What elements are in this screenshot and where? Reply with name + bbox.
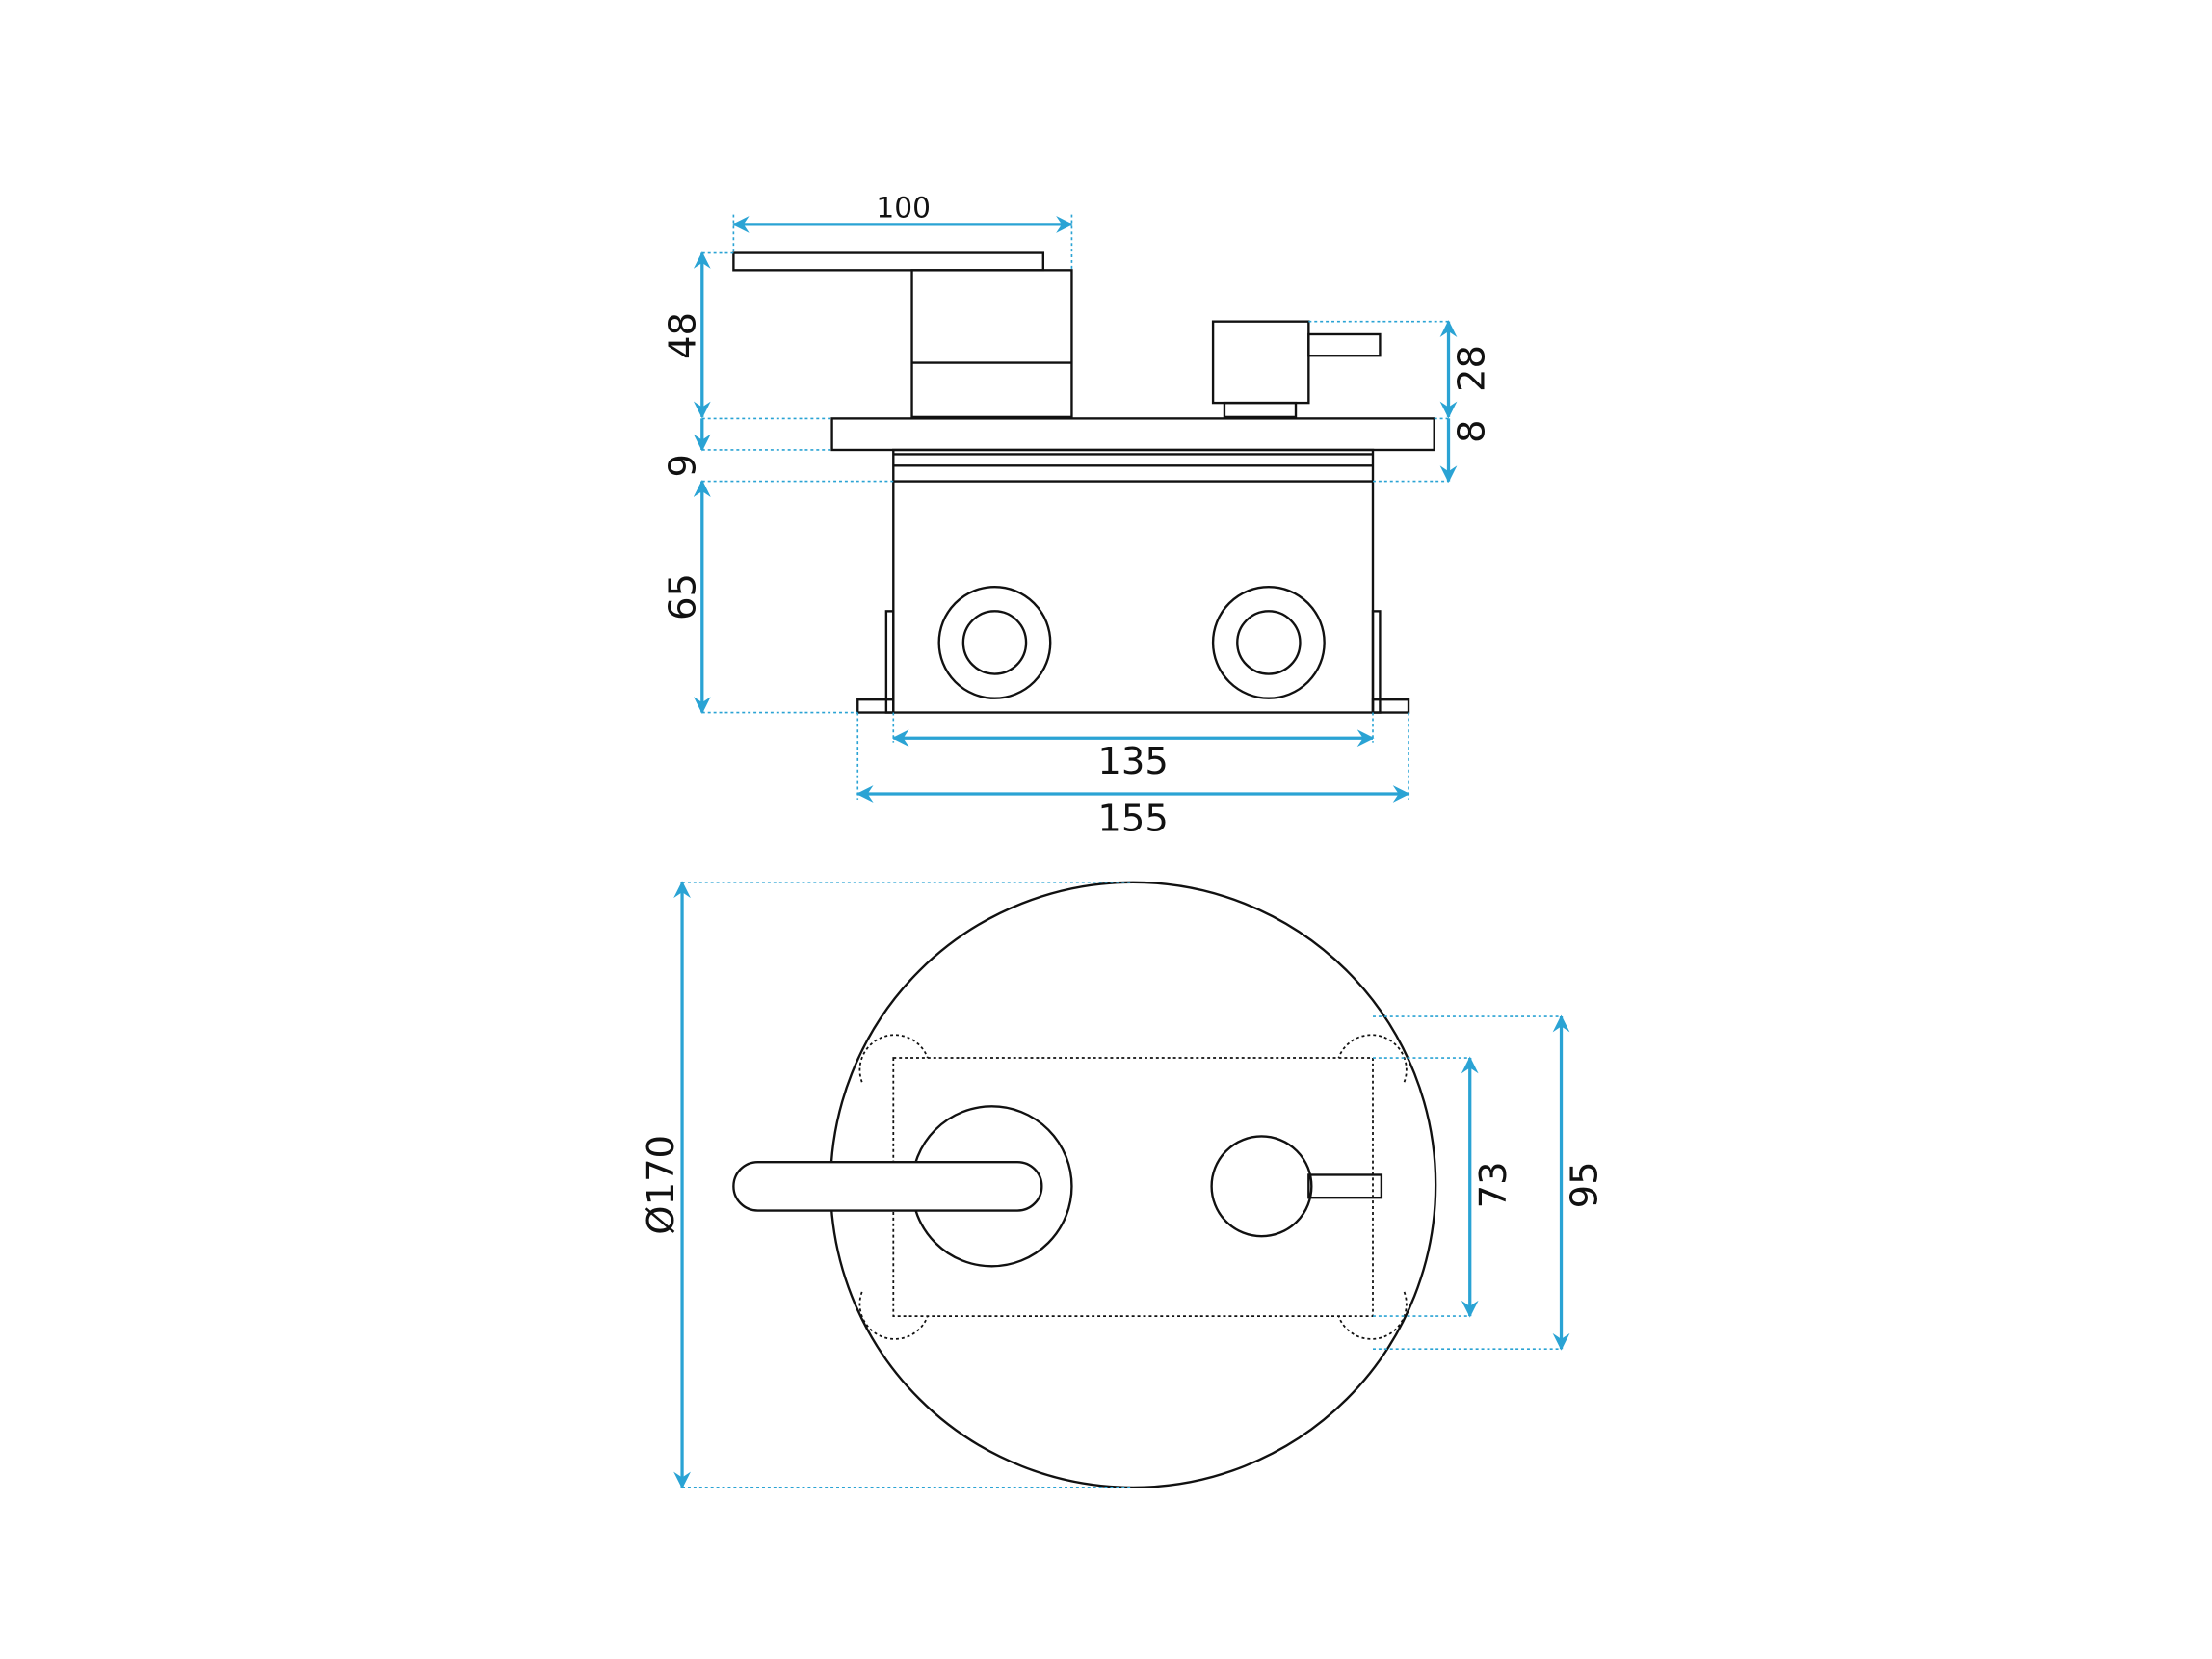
dim-label-48: 48 [661, 312, 704, 359]
side-view: 100 48 9 65 28 8 135 155 [661, 192, 1493, 841]
dim-label-73: 73 [1472, 1161, 1515, 1208]
cover-plate [830, 417, 1435, 452]
diverter-knob [1210, 1135, 1313, 1238]
right-port-inner [1236, 610, 1302, 675]
knob-stem [1307, 332, 1382, 357]
dim-label-28: 28 [1451, 345, 1494, 392]
dim-label-100: 100 [876, 192, 931, 224]
left-foot [856, 698, 895, 714]
dim-label-8: 8 [1451, 419, 1494, 442]
dim-label-9: 9 [661, 454, 704, 477]
extension-lines [682, 881, 1562, 1488]
right-flange [1371, 610, 1382, 714]
right-foot [1371, 698, 1410, 714]
knob [1211, 320, 1310, 405]
lever-plate [732, 251, 1045, 272]
left-port [937, 585, 1052, 699]
box-body [892, 448, 1375, 714]
dim-label-65: 65 [661, 573, 704, 620]
dim-label-155: 155 [1097, 797, 1169, 840]
dim-label-diameter: Ø170 [640, 1135, 683, 1235]
front-view: Ø170 73 95 [640, 881, 1607, 1489]
mixer-body [910, 269, 1073, 419]
diverter-stem [1307, 1173, 1383, 1199]
extension-lines [701, 214, 1449, 800]
lever-handle [732, 1160, 1043, 1212]
left-flange [884, 610, 895, 714]
hidden-box-outline [892, 1057, 1374, 1318]
left-port-inner [961, 610, 1028, 675]
knob-base [1223, 401, 1298, 419]
dim-label-95: 95 [1564, 1161, 1607, 1208]
dim-label-135: 135 [1097, 740, 1169, 783]
right-port [1211, 585, 1326, 699]
